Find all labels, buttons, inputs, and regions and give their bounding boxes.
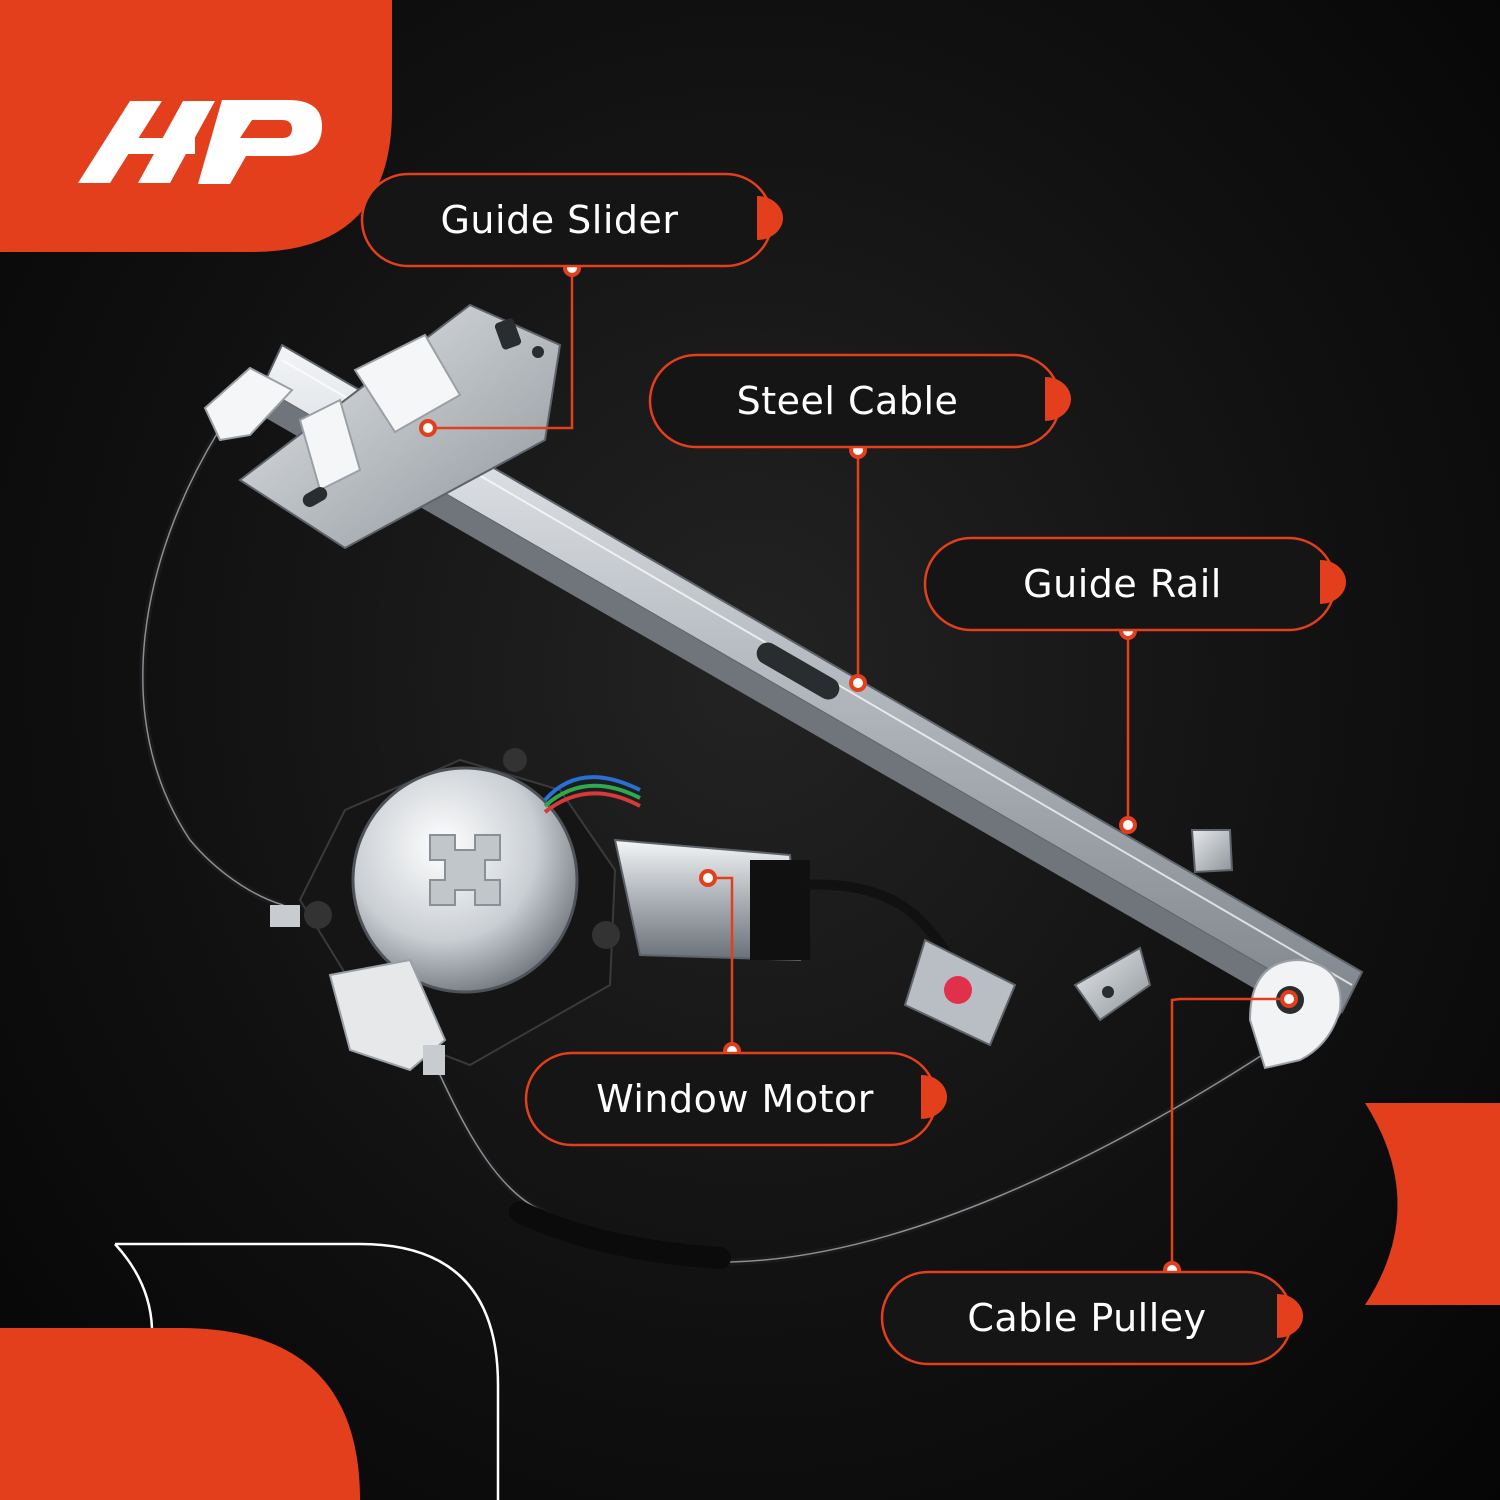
cable-pulley-art — [1248, 958, 1342, 1070]
callout-window-motor-frame — [524, 1051, 947, 1147]
window-motor-art — [270, 748, 1017, 1075]
right-accent-shape — [1365, 1103, 1500, 1305]
steel-cable-art — [139, 428, 1274, 1269]
logo-crossbar — [120, 138, 195, 154]
logo-p-shape — [198, 100, 322, 184]
bottom-left-accent-shape — [0, 1328, 360, 1500]
guide-slider-art — [203, 303, 562, 550]
callout-boxes — [360, 172, 1346, 1366]
callout-steel-cable-frame — [648, 353, 1071, 449]
bottom-left-outline-shape — [115, 1242, 500, 1500]
callout-guide-rail-frame — [923, 536, 1346, 632]
guide-rail-art — [252, 343, 1364, 1032]
callout-cable-pulley-frame — [880, 1270, 1303, 1366]
brand-logo — [78, 100, 322, 184]
bottom-left-outline-tail — [114, 1243, 154, 1329]
callout-guide-slider-frame — [360, 172, 783, 268]
